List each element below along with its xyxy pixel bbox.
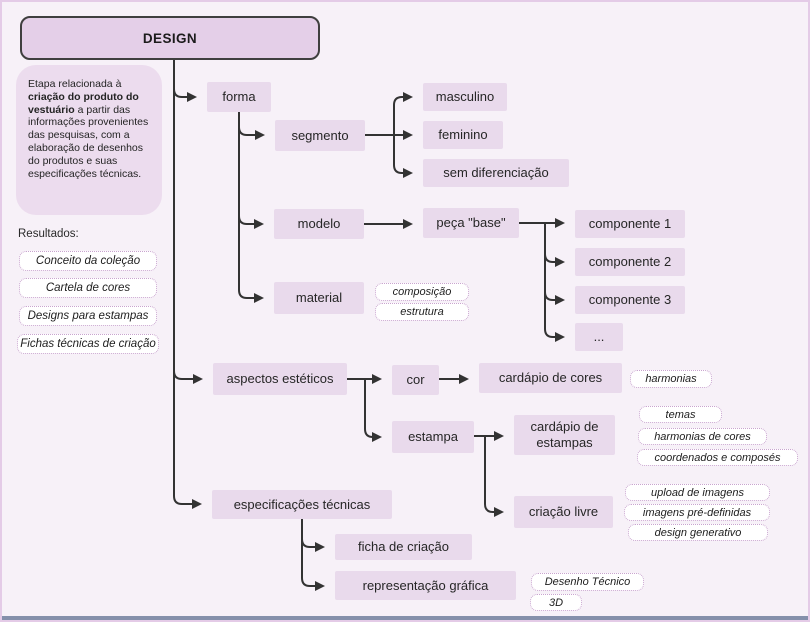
result-tag-designs-para-estampas: Designs para estampas <box>19 306 157 326</box>
description-part1: Etapa relacionada à <box>28 78 122 90</box>
node-sem-diferenciacao: sem diferenciação <box>423 159 569 187</box>
tag-desenho-tecnico: Desenho Técnico <box>531 573 644 591</box>
node-componente-2: componente 2 <box>575 248 685 276</box>
node-componente-1: componente 1 <box>575 210 685 238</box>
node-aspectos-esteticos: aspectos estéticos <box>213 363 347 395</box>
node-peca-base: peça "base" <box>423 208 519 238</box>
node-reticencias: ... <box>575 323 623 351</box>
result-tag-conceito-da-colecao: Conceito da coleção <box>19 251 157 271</box>
node-segmento: segmento <box>275 120 365 151</box>
node-feminino: feminino <box>423 121 503 149</box>
diagram-title: DESIGN <box>20 16 320 60</box>
tag-harmonias: harmonias <box>630 370 712 388</box>
result-tag-fichas-tecnicas: Fichas técnicas de criação <box>17 334 159 354</box>
bottom-edge-bar <box>2 616 808 620</box>
tag-temas: temas <box>639 406 722 423</box>
node-componente-3: componente 3 <box>575 286 685 314</box>
tag-design-generativo: design generativo <box>628 524 768 541</box>
node-ficha-de-criacao: ficha de criação <box>335 534 472 560</box>
node-forma: forma <box>207 82 271 112</box>
tag-composicao: composição <box>375 283 469 301</box>
tag-estrutura: estrutura <box>375 303 469 321</box>
node-representacao-grafica: representação gráfica <box>335 571 516 600</box>
node-cardapio-de-estampas: cardápio de estampas <box>514 415 615 455</box>
results-label: Resultados: <box>18 228 79 240</box>
node-masculino: masculino <box>423 83 507 111</box>
tag-harmonias-de-cores: harmonias de cores <box>638 428 767 445</box>
node-cor: cor <box>392 365 439 395</box>
node-estampa: estampa <box>392 421 474 453</box>
node-modelo: modelo <box>274 209 364 239</box>
tag-upload-de-imagens: upload de imagens <box>625 484 770 501</box>
node-cardapio-de-cores: cardápio de cores <box>479 363 622 393</box>
tag-imagens-pre-definidas: imagens pré-definidas <box>624 504 770 521</box>
node-material: material <box>274 282 364 314</box>
tag-3d: 3D <box>530 594 582 611</box>
node-especificacoes-tecnicas: especificações técnicas <box>212 490 392 519</box>
tag-coordenados-e-composes: coordenados e composés <box>637 449 798 466</box>
description-bold: criação do produto do vestuário <box>28 90 139 116</box>
result-tag-cartela-de-cores: Cartela de cores <box>19 278 157 298</box>
description-part3: a partir das informações provenientes da… <box>28 103 149 180</box>
description-box: Etapa relacionada à criação do produto d… <box>16 65 162 215</box>
node-criacao-livre: criação livre <box>514 496 613 528</box>
